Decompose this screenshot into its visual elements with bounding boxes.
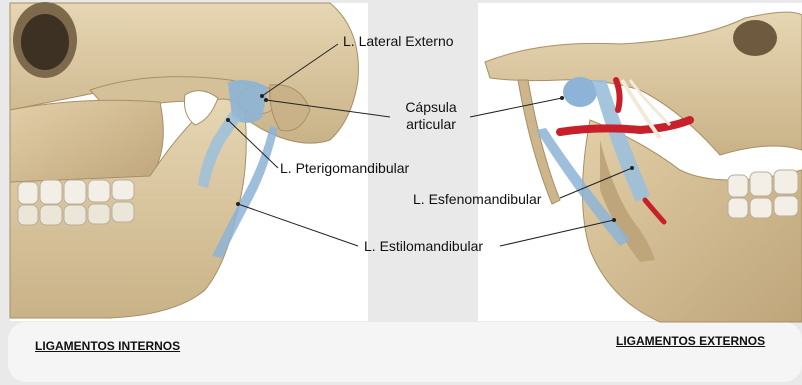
- label-esfenomandibular: L. Esfenomandibular: [413, 191, 541, 208]
- label-capsula-line2: articular: [392, 116, 470, 133]
- orbit-inner: [21, 14, 69, 70]
- arrow-capsula-left: [264, 98, 268, 102]
- arrow-pterigomandibular: [226, 118, 230, 122]
- label-capsula-line1: Cápsula: [392, 99, 470, 116]
- label-estilomandibular: L. Estilomandibular: [364, 238, 483, 255]
- capsule: [563, 77, 597, 107]
- caption-ligamentos-internos: LIGAMENTOS INTERNOS: [35, 339, 180, 353]
- sinus-cavity: [733, 20, 777, 56]
- arrow-estilomandibular-right: [612, 218, 616, 222]
- teeth-right: [728, 170, 798, 218]
- teeth-lower: [18, 202, 134, 225]
- meningeal-artery: [616, 80, 620, 110]
- maxilla: [10, 100, 163, 185]
- label-pterigomandibular: L. Pterigomandibular: [280, 160, 409, 177]
- arrow-esfenomandibular: [630, 166, 634, 170]
- caption-ligamentos-externos: LIGAMENTOS EXTERNOS: [616, 334, 765, 348]
- arrow-capsula-right: [560, 96, 564, 100]
- arrow-estilomandibular-left: [236, 202, 240, 206]
- arrow-lateral-externo: [260, 94, 264, 98]
- label-lateral-externo: L. Lateral Externo: [343, 33, 454, 50]
- label-capsula-articular: Cápsula articular: [392, 99, 470, 133]
